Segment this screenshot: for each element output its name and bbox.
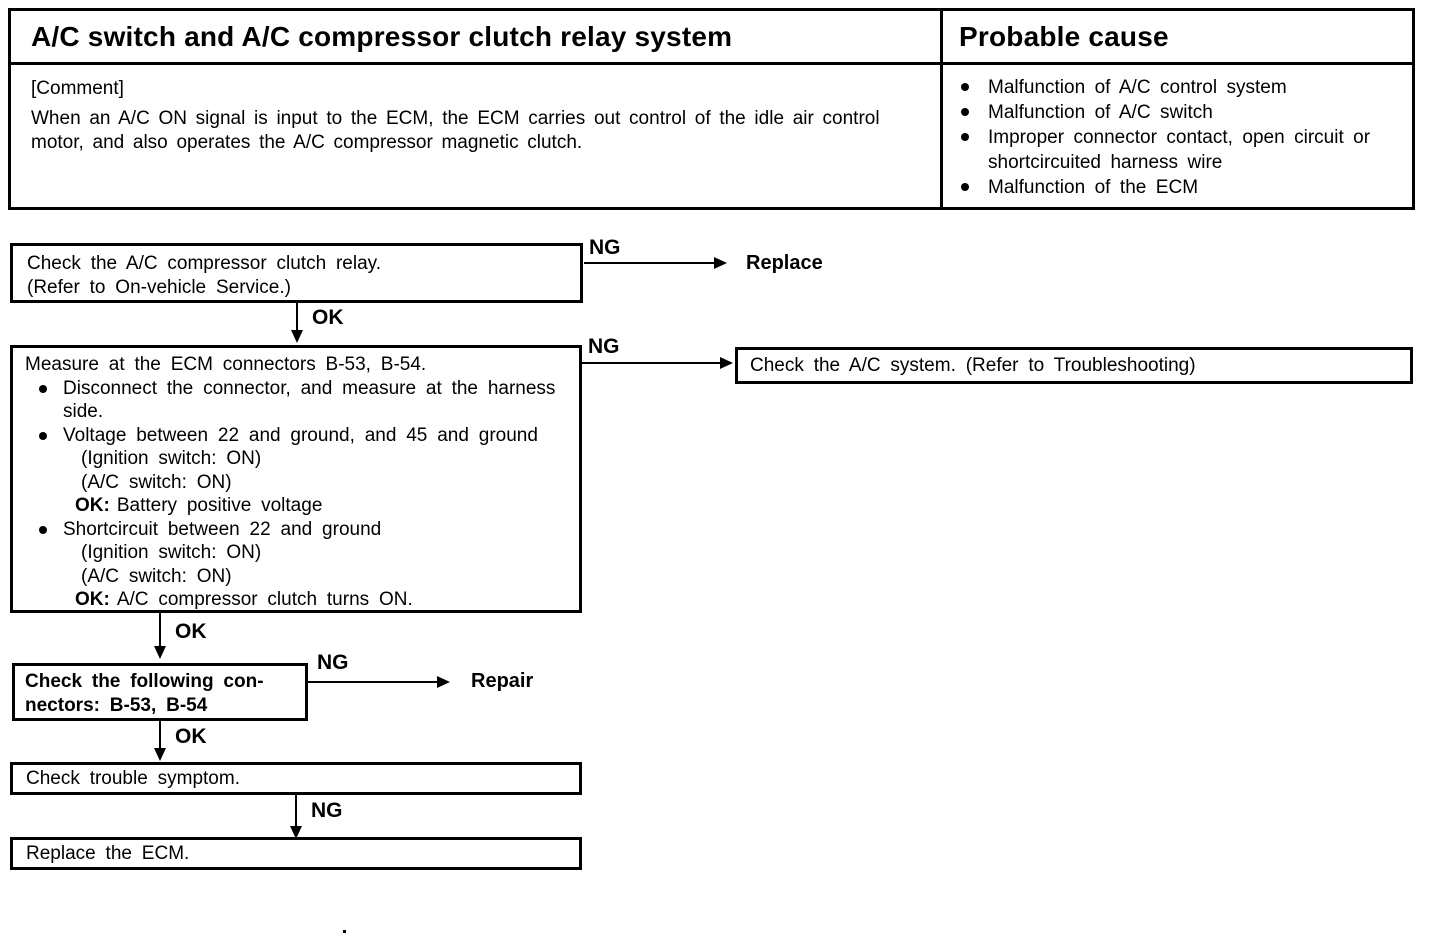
step3-line1: Check the following con- [25,671,264,692]
cause-text: Malfunction of A/C switch [988,102,1213,123]
arrowhead-right-icon [720,357,733,369]
cause-text: Malfunction of A/C control system [988,77,1287,98]
step2-ng-action: Check the A/C system. (Refer to Troubles… [750,354,1196,376]
step2-bullet1-line1: Disconnect the connector, and measure at… [63,377,556,399]
step4-box: Check trouble symptom. [10,762,582,795]
step5-box: Replace the ECM. [10,837,582,870]
step2-condition: (Ignition switch: ON) [81,542,262,563]
cause-line: Improper connector contact, open circuit… [988,127,1371,148]
step2-ng-result-box: Check the A/C system. (Refer to Troubles… [735,347,1413,384]
bullet-icon [961,183,969,191]
system-title-text: A/C switch and A/C compressor clutch rel… [31,20,733,52]
ok-result-text: Battery positive voltage [116,495,323,516]
bullet-icon [961,108,969,116]
ok-prefix: OK: [75,495,110,516]
probable-cause-header: Probable cause [940,11,1412,65]
step1-box: Check the A/C compressor clutch relay. (… [10,243,583,303]
step4-text: Check trouble symptom. [26,767,240,789]
step2-bullet1: Disconnect the connector, and measure at… [25,377,579,424]
cause-item: Malfunction of A/C switch [955,100,1402,125]
step1-ng-action: Replace [746,252,823,274]
step2-ok-result1: OK: Battery positive voltage [25,494,579,518]
bullet-icon [39,431,47,440]
step5-text: Replace the ECM. [26,842,190,864]
step1-ng-arrow-line [584,262,716,264]
step2-bullet2: Voltage between 22 and ground, and 45 an… [25,424,579,448]
step2-box: Measure at the ECM connectors B-53, B-54… [10,345,582,613]
step2-condition: (A/C switch: ON) [81,565,232,587]
ok-result-text: A/C compressor clutch turns ON. [116,589,413,610]
step3-line2: nectors: B-53, B-54 [25,695,208,716]
step1-ng-label: NG [589,236,621,259]
ink-speck [343,930,346,933]
ok-prefix: OK: [75,589,110,610]
step2-bullet3: Shortcircuit between 22 and ground [25,518,579,542]
step2-ng-label: NG [588,335,620,358]
step3-ng-label: NG [317,651,349,674]
comment-label: [Comment] [31,78,124,99]
cause-item: Improper connector contact, open circuit… [955,125,1402,175]
step2-ng-arrow-line [582,362,720,364]
step2-bullet1-text: Disconnect the connector, and measure at… [63,377,555,424]
arrowhead-down-icon [154,646,166,659]
step2-condition: (A/C switch: ON) [81,471,232,493]
comment-section: [Comment] When an A/C ON signal is input… [11,65,940,207]
step2-ok-result2: OK: A/C compressor clutch turns ON. [25,588,579,612]
cause-line: shortcircuited harness wire [988,152,1223,173]
arrowhead-down-icon [154,748,166,761]
cause-item: Malfunction of A/C control system [955,75,1402,100]
step4-ng-arrow-line [295,795,297,828]
cause-text: Improper connector contact, open circuit… [988,125,1370,175]
step1-ok-arrow-line [296,303,298,332]
arrowhead-right-icon [714,257,727,269]
step2-condition: (Ignition switch: ON) [81,448,262,469]
cause-text: Malfunction of the ECM [988,177,1199,198]
step3-ok-label: OK [175,725,207,748]
probable-cause-text: Probable cause [959,20,1169,52]
comment-line: When an A/C ON signal is input to the EC… [31,108,880,129]
comment-line: motor, and also operates the A/C compres… [31,132,583,153]
step3-ok-arrow-line [159,721,161,750]
step2-bullet2-text: Voltage between 22 and ground, and 45 an… [63,424,538,446]
step3-ng-arrow-line [308,681,438,683]
bullet-icon [39,384,47,393]
causes-list: Malfunction of A/C control system Malfun… [940,65,1412,207]
arrowhead-down-icon [290,826,302,839]
step4-ng-label: NG [311,799,343,822]
step2-ok-label: OK [175,620,207,643]
arrowhead-right-icon [437,676,450,688]
step2-title: Measure at the ECM connectors B-53, B-54… [25,354,427,375]
step2-ok-arrow-line [159,613,161,648]
bullet-icon [961,83,969,91]
system-title: A/C switch and A/C compressor clutch rel… [11,11,940,65]
step2-bullet3-text: Shortcircuit between 22 and ground [63,518,382,540]
info-table: A/C switch and A/C compressor clutch rel… [8,8,1415,210]
bullet-icon [961,133,969,141]
step1-line1: Check the A/C compressor clutch relay. [27,253,382,274]
bullet-icon [39,525,47,534]
step1-ok-label: OK [312,306,344,329]
arrowhead-down-icon [291,330,303,343]
step1-line2: (Refer to On-vehicle Service.) [27,277,291,298]
step3-box: Check the following con- nectors: B-53, … [12,663,308,721]
step3-ng-action: Repair [471,670,534,692]
step2-bullet1-line2: side. [63,401,104,422]
cause-item: Malfunction of the ECM [955,175,1402,200]
